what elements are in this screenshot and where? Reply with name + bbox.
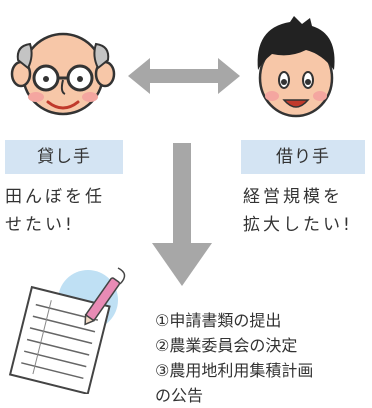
step-item: ①申請書類の提出: [155, 311, 282, 330]
document-icon: [8, 267, 126, 394]
borrower-description-line2: 拡大したい!: [243, 215, 353, 235]
lender-description-line1: 田んぼを任: [5, 187, 105, 207]
borrower-label: 借り手: [241, 140, 365, 174]
double-arrow-icon: [128, 58, 240, 94]
down-arrow-icon: [152, 143, 212, 286]
lender-description-line2: せたい!: [5, 215, 75, 235]
lender-label: 貸し手: [5, 140, 123, 174]
step-item: ③農用地利用集積計画: [155, 361, 314, 380]
young-man-icon: [257, 16, 335, 118]
borrower-description-line1: 経営規模を: [243, 187, 343, 207]
old-man-icon: [10, 32, 116, 116]
step-item: ②農業委員会の決定: [155, 336, 298, 355]
borrower-description: 経営規模を 拡大したい!: [243, 183, 369, 239]
step-item: の公告: [155, 386, 204, 405]
procedure-steps: ①申請書類の提出 ②農業委員会の決定 ③農用地利用集積計画 の公告: [155, 308, 370, 408]
lender-description: 田んぼを任 せたい!: [5, 183, 135, 239]
